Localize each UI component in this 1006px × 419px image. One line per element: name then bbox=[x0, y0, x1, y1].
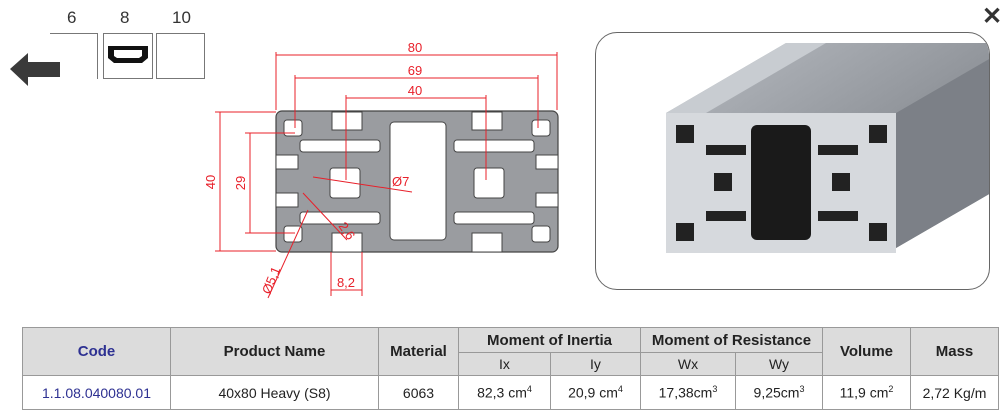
table-row: 1.1.08.040080.01 40x80 Heavy (S8) 6063 8… bbox=[22, 375, 999, 410]
ix-value: 82,3 cm bbox=[477, 384, 527, 401]
cell-wx: 17,38cm3 bbox=[640, 375, 736, 410]
dim-hole-diameter: Ø5,1 bbox=[259, 264, 283, 296]
close-icon[interactable]: ✕ bbox=[982, 3, 1003, 30]
profile-drawing: 80 69 40 40 29 Ø7 2,6 Ø5,1 8,2 bbox=[203, 40, 559, 299]
size-label-8: 8 bbox=[120, 8, 130, 27]
header-wy: Wy bbox=[735, 352, 823, 376]
spec-table: Code Product Name Material Moment of Ine… bbox=[22, 327, 999, 410]
dim-core-diameter: Ø7 bbox=[392, 174, 409, 189]
cell-wy: 9,25cm3 bbox=[735, 375, 823, 410]
profile-photo bbox=[595, 32, 990, 290]
dim-80: 80 bbox=[408, 40, 422, 55]
size-option-10[interactable] bbox=[156, 33, 205, 79]
cell-code[interactable]: 1.1.08.040080.01 bbox=[22, 375, 171, 410]
wy-value: 9,25cm bbox=[753, 384, 800, 401]
header-moment-of-inertia: Moment of Inertia bbox=[458, 327, 641, 353]
header-volume: Volume bbox=[822, 327, 911, 376]
iy-value: 20,9 cm bbox=[568, 384, 618, 401]
cell-product-name: 40x80 Heavy (S8) bbox=[170, 375, 379, 410]
cell-iy: 20,9 cm4 bbox=[550, 375, 641, 410]
header-moment-of-resistance: Moment of Resistance bbox=[640, 327, 823, 353]
header-ix: Ix bbox=[458, 352, 551, 376]
iy-exponent: 4 bbox=[617, 384, 623, 395]
wy-exponent: 3 bbox=[799, 384, 805, 395]
wx-exponent: 3 bbox=[712, 384, 718, 395]
dim-slot-width: 8,2 bbox=[337, 275, 355, 290]
ix-exponent: 4 bbox=[526, 384, 532, 395]
header-material: Material bbox=[378, 327, 459, 376]
header-mass: Mass bbox=[910, 327, 999, 376]
slot-8-icon bbox=[108, 46, 148, 63]
wx-value: 17,38cm bbox=[658, 384, 713, 401]
dim-69: 69 bbox=[408, 63, 422, 78]
header-iy: Iy bbox=[550, 352, 641, 376]
profile-3d-image bbox=[666, 43, 989, 253]
cell-material: 6063 bbox=[378, 375, 459, 410]
volume-value: 11,9 cm bbox=[839, 384, 889, 401]
cell-mass: 2,72 Kg/m bbox=[910, 375, 999, 410]
size-option-8[interactable] bbox=[103, 33, 153, 79]
cell-ix: 82,3 cm4 bbox=[458, 375, 551, 410]
header-code: Code bbox=[22, 327, 171, 376]
size-label-6: 6 bbox=[67, 8, 77, 27]
cell-volume: 11,9 cm2 bbox=[822, 375, 911, 410]
dim-29: 29 bbox=[233, 176, 248, 190]
dim-40-height: 40 bbox=[203, 175, 218, 189]
arrow-left-icon[interactable] bbox=[8, 50, 64, 90]
header-product-name: Product Name bbox=[170, 327, 379, 376]
size-label-10: 10 bbox=[172, 8, 191, 27]
dim-40-width: 40 bbox=[408, 83, 422, 98]
volume-exponent: 2 bbox=[888, 384, 894, 395]
header-wx: Wx bbox=[640, 352, 736, 376]
